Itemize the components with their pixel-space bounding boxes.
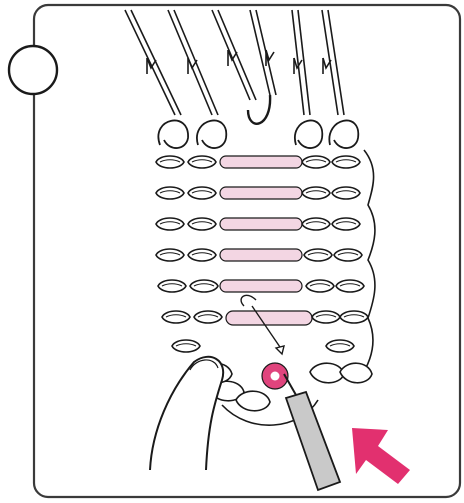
step-badge	[9, 46, 57, 94]
step-badge-circle	[9, 46, 57, 94]
